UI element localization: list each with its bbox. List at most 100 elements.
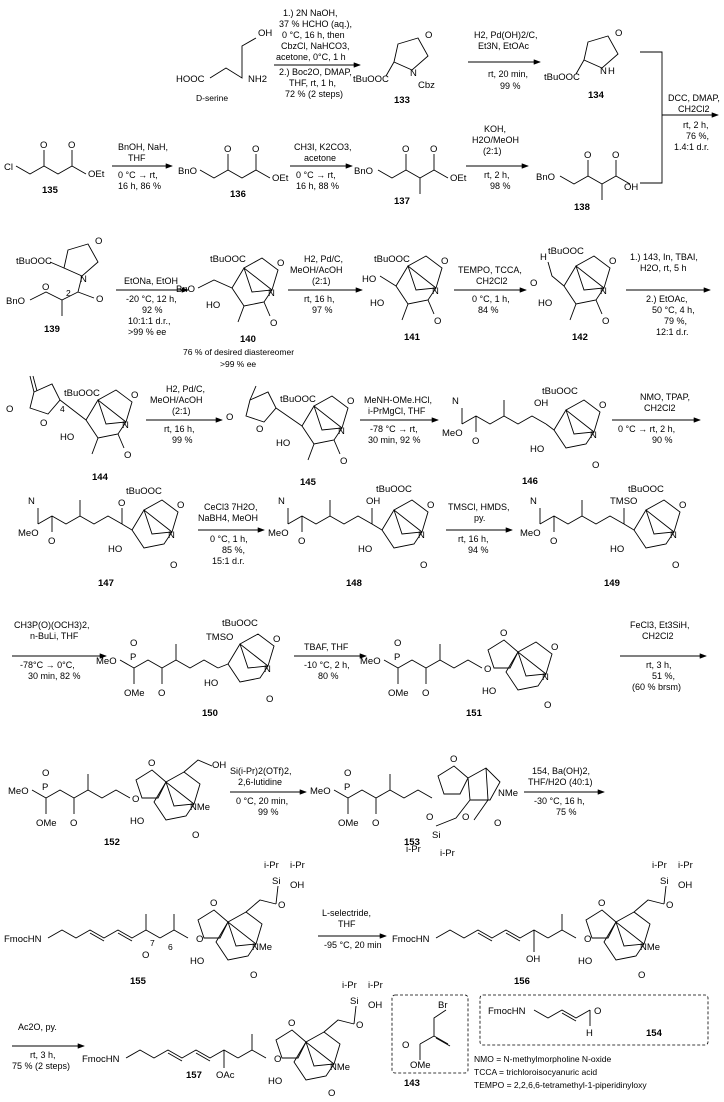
svg-text:N: N bbox=[168, 530, 175, 541]
inset-box-143: Br O OMe 143 bbox=[391, 994, 469, 1089]
svg-text:py.: py. bbox=[474, 513, 485, 523]
label-145: 145 bbox=[300, 477, 317, 488]
label-153: 153 bbox=[404, 837, 420, 848]
conditions-step-6: DCC, DMAP, CH2Cl2 rt, 2 h, 76 %, 1.4:1 d… bbox=[668, 93, 720, 152]
svg-text:O: O bbox=[340, 456, 347, 467]
svg-text:O: O bbox=[420, 560, 427, 571]
svg-text:i-Pr: i-Pr bbox=[406, 844, 421, 855]
svg-text:N: N bbox=[338, 426, 345, 437]
svg-text:acetone, 0°C, 1 h: acetone, 0°C, 1 h bbox=[276, 52, 346, 62]
svg-text:L-selectride,: L-selectride, bbox=[322, 908, 371, 918]
svg-text:0 °C → rt,: 0 °C → rt, bbox=[296, 170, 336, 180]
svg-text:Br: Br bbox=[438, 1000, 448, 1011]
svg-text:O: O bbox=[422, 688, 429, 699]
svg-text:99 %: 99 % bbox=[500, 81, 521, 91]
svg-text:16 h, 86 %: 16 h, 86 % bbox=[118, 181, 161, 191]
svg-text:Si: Si bbox=[660, 876, 668, 887]
svg-text:O: O bbox=[426, 812, 433, 823]
svg-text:i-Pr: i-Pr bbox=[678, 860, 693, 871]
svg-text:30 min, 92 %: 30 min, 92 % bbox=[368, 435, 421, 445]
label-135: 135 bbox=[42, 185, 59, 196]
svg-text:97 %: 97 % bbox=[312, 305, 333, 315]
structure-144: O O tBuOOC O N HO O 4 144 bbox=[6, 375, 138, 483]
structure-135: Cl O O OEt 135 bbox=[4, 140, 105, 196]
svg-text:i-Pr: i-Pr bbox=[264, 860, 279, 871]
svg-text:O: O bbox=[450, 754, 457, 765]
svg-text:MeNH-OMe.HCl,: MeNH-OMe.HCl, bbox=[364, 395, 432, 405]
svg-text:OEt: OEt bbox=[450, 173, 467, 184]
svg-text:THF/H2O (40:1): THF/H2O (40:1) bbox=[528, 777, 593, 787]
abbreviation-legend: NMO = N-methylmorpholine N-oxide TCCA = … bbox=[474, 1054, 647, 1090]
svg-text:HO: HO bbox=[530, 444, 544, 455]
svg-text:HO: HO bbox=[482, 686, 496, 697]
label-143: 143 bbox=[404, 1078, 420, 1089]
structure-142: H tBuOOC O HO O N O 142 bbox=[530, 246, 616, 343]
label-141: 141 bbox=[404, 332, 421, 343]
svg-text:MeO: MeO bbox=[310, 786, 331, 797]
conditions-step-13: NMO, TPAP, CH2Cl2 0 °C → rt, 2 h, 90 % bbox=[618, 392, 690, 445]
svg-text:O: O bbox=[372, 818, 379, 829]
label-148: 148 bbox=[346, 578, 362, 589]
svg-text:tBuOOC: tBuOOC bbox=[126, 486, 162, 497]
svg-text:MeO: MeO bbox=[8, 786, 29, 797]
svg-text:H2O/MeOH: H2O/MeOH bbox=[472, 135, 519, 145]
svg-text:rt, 2 h,: rt, 2 h, bbox=[484, 170, 510, 180]
label-139: 139 bbox=[44, 324, 60, 335]
svg-text:2: 2 bbox=[66, 288, 71, 298]
svg-text:75 % (2 steps): 75 % (2 steps) bbox=[12, 1061, 70, 1071]
svg-text:CbzCl, NaHCO3,: CbzCl, NaHCO3, bbox=[281, 41, 350, 51]
structure-137: BnO O O OEt 137 bbox=[354, 144, 467, 207]
svg-text:tBuOOC: tBuOOC bbox=[210, 254, 246, 265]
svg-text:O: O bbox=[131, 390, 138, 401]
structure-150: P MeO OMe O O TMSO tBuOOC O N HO O 150 bbox=[96, 618, 280, 719]
structure-133: tBuOOC O N Cbz 133 bbox=[353, 30, 435, 106]
svg-text:99 %: 99 % bbox=[258, 807, 279, 817]
svg-text:N: N bbox=[670, 530, 677, 541]
svg-text:HO: HO bbox=[108, 544, 122, 555]
label-157: 157 bbox=[186, 1070, 202, 1081]
structure-138: BnO O O OH 138 bbox=[536, 150, 638, 213]
svg-text:O: O bbox=[170, 560, 177, 571]
svg-text:OH: OH bbox=[624, 182, 638, 193]
conditions-step-17: TBAF, THF -10 °C, 2 h, 80 % bbox=[304, 642, 350, 681]
svg-text:THF, rt, 1 h,: THF, rt, 1 h, bbox=[289, 78, 336, 88]
svg-text:O: O bbox=[298, 536, 305, 547]
svg-text:O: O bbox=[70, 818, 77, 829]
svg-text:OMe: OMe bbox=[36, 818, 57, 829]
svg-text:HO: HO bbox=[130, 816, 144, 827]
svg-text:O: O bbox=[273, 634, 280, 645]
svg-text:1.) 143, In, TBAI,: 1.) 143, In, TBAI, bbox=[630, 252, 698, 262]
svg-text:N: N bbox=[452, 396, 459, 407]
svg-text:92 %: 92 % bbox=[142, 305, 163, 315]
svg-text:rt, 3 h,: rt, 3 h, bbox=[646, 660, 672, 670]
svg-text:O: O bbox=[210, 898, 217, 909]
svg-text:i-Pr: i-Pr bbox=[342, 980, 357, 991]
svg-text:MeO: MeO bbox=[442, 428, 463, 439]
svg-text:10:1:1 d.r.,: 10:1:1 d.r., bbox=[128, 316, 171, 326]
svg-text:-20 °C, 12 h,: -20 °C, 12 h, bbox=[126, 294, 177, 304]
svg-text:HO: HO bbox=[190, 956, 204, 967]
svg-text:HO: HO bbox=[206, 300, 220, 311]
svg-text:O: O bbox=[544, 700, 551, 711]
label-137: 137 bbox=[394, 196, 410, 207]
svg-text:N: N bbox=[28, 496, 35, 507]
conditions-step-22: Ac2O, py. rt, 3 h, 75 % (2 steps) bbox=[12, 1022, 70, 1071]
svg-text:0 °C → rt,: 0 °C → rt, bbox=[118, 170, 158, 180]
svg-text:O: O bbox=[402, 144, 409, 155]
svg-text:FmocHN: FmocHN bbox=[82, 1054, 120, 1065]
label-154: 154 bbox=[646, 1028, 663, 1039]
svg-text:N: N bbox=[590, 430, 597, 441]
svg-text:O: O bbox=[250, 970, 257, 981]
svg-text:i-PrMgCl, THF: i-PrMgCl, THF bbox=[368, 406, 426, 416]
svg-text:(2:1): (2:1) bbox=[312, 276, 331, 286]
svg-text:THF: THF bbox=[128, 153, 146, 163]
svg-text:N: N bbox=[418, 530, 425, 541]
svg-text:Cbz: Cbz bbox=[418, 80, 435, 91]
svg-text:O: O bbox=[328, 1088, 335, 1099]
structure-140: tBuOOC BnO HO O N O 140 76 % of desired … bbox=[176, 254, 294, 369]
svg-text:MeO: MeO bbox=[520, 528, 541, 539]
svg-text:75 %: 75 % bbox=[556, 807, 577, 817]
svg-text:79 %,: 79 %, bbox=[664, 316, 687, 326]
label-134: 134 bbox=[588, 90, 605, 101]
